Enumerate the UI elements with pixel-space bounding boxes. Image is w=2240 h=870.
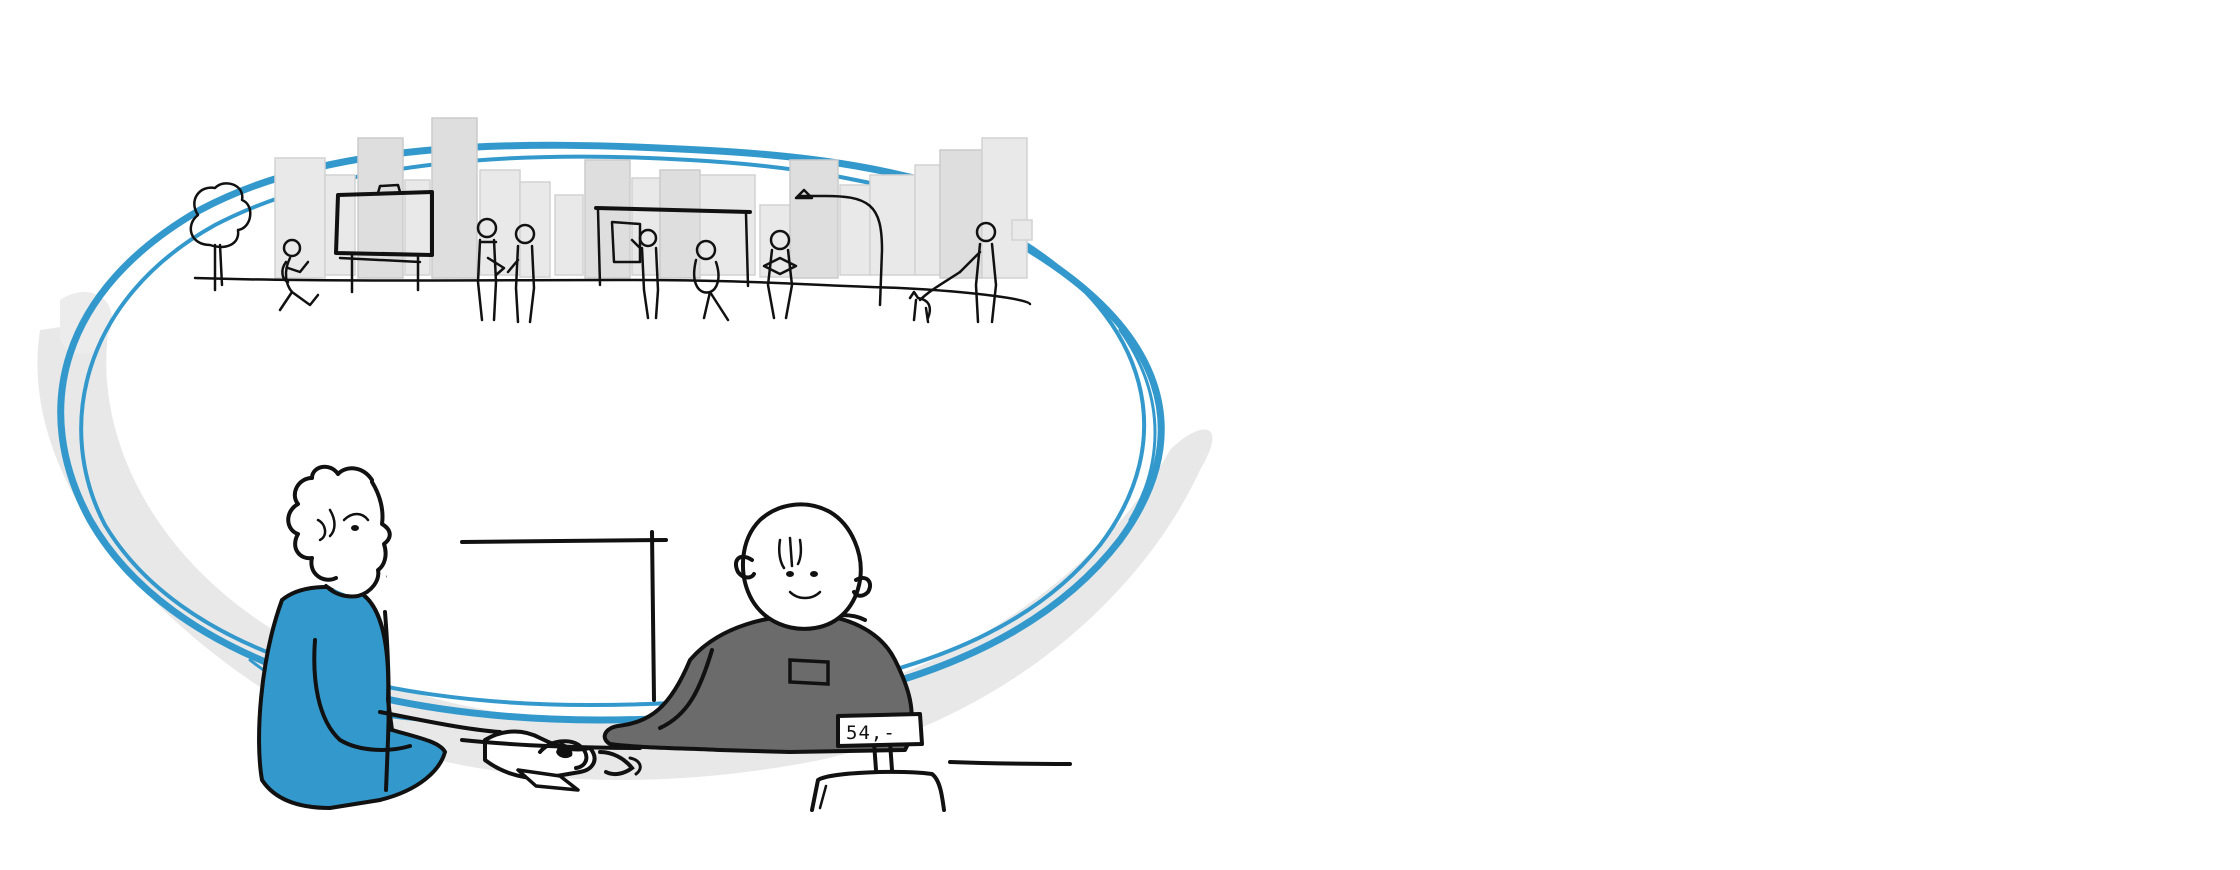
person-with-dog <box>908 221 998 324</box>
person-at-bus-stop <box>630 228 660 320</box>
running-person <box>278 238 320 312</box>
register-display-text: 54,- <box>846 722 896 744</box>
bus-stop <box>594 206 752 288</box>
sitting-person <box>693 239 730 322</box>
cash-register: 54,- <box>810 712 946 812</box>
customer <box>257 464 502 811</box>
counter-top <box>460 738 1072 766</box>
billboard <box>334 183 434 294</box>
people-talking <box>476 217 536 324</box>
street-lamp <box>794 188 884 307</box>
counter-window <box>460 530 668 702</box>
register-display <box>836 712 924 748</box>
city-ground <box>193 276 1032 306</box>
loop-shadow <box>37 291 1213 780</box>
cashier-head <box>741 502 863 631</box>
cashier <box>602 502 914 754</box>
tree <box>189 182 252 292</box>
customer-head <box>294 467 390 596</box>
person-reading <box>762 229 798 320</box>
